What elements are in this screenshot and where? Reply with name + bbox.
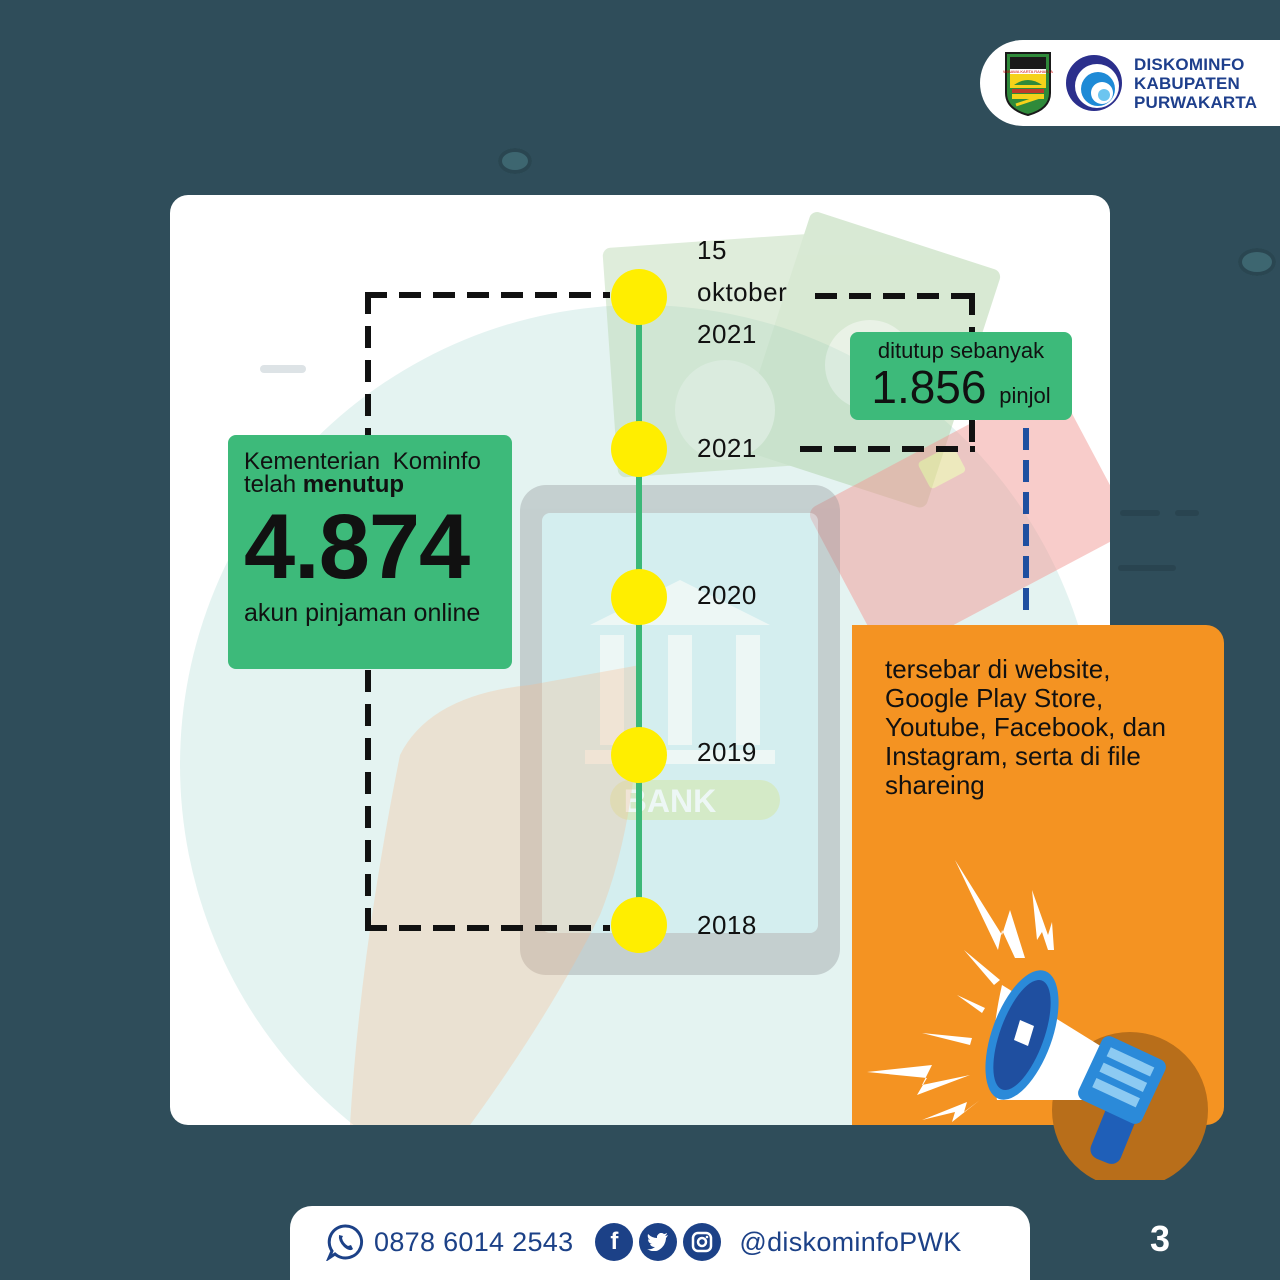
distribution-text: tersebar di website, Google Play Store, …: [885, 655, 1215, 800]
page-number: 3: [1150, 1218, 1171, 1259]
phone-number[interactable]: 0878 6014 2543: [374, 1226, 574, 1257]
timeline-node-2020: [611, 569, 667, 625]
bg-decoration-dash: [1118, 565, 1176, 571]
connector-bottom-left: [365, 925, 610, 931]
connector-left-lower: [365, 670, 371, 928]
agency-name-line-3: PURWAKARTA: [1134, 92, 1258, 112]
bg-decoration-dot: [498, 148, 532, 174]
distribution-line: tersebar di website,: [885, 654, 1111, 684]
closed-2021-box: ditutup sebanyak 1.856 pinjol: [850, 332, 1072, 420]
purwakarta-crest-icon: WIBAWA KARTA RAHARJA: [1003, 52, 1053, 117]
connector-top-right: [815, 293, 975, 299]
timeline-node-2018: [611, 897, 667, 953]
connector-right: [969, 293, 975, 333]
label-day: 15: [697, 235, 727, 265]
timeline-label-2019: 2019: [697, 737, 757, 767]
connector-top-left: [365, 292, 610, 298]
distribution-line: Youtube, Facebook, dan: [885, 712, 1166, 742]
agency-name-line-1: DISKOMINFO: [1134, 54, 1245, 74]
agency-name: DISKOMINFO KABUPATEN PURWAKARTA: [1134, 55, 1257, 112]
social-handle[interactable]: @diskominfoPWK: [739, 1226, 962, 1257]
timeline-node-2019: [611, 727, 667, 783]
footer-contact-row: 0878 6014 2543 f @diskominfoPWK: [326, 1222, 962, 1262]
timeline-label-oct-2021: 15 oktober 2021: [697, 229, 787, 355]
subheading-prefix: telah: [244, 471, 303, 498]
bg-decoration-dash: [1175, 510, 1199, 516]
total-closed-number: 4.874: [244, 496, 470, 598]
kominfo-logo-icon: [1066, 55, 1122, 111]
svg-text:WIBAWA KARTA RAHARJA: WIBAWA KARTA RAHARJA: [1003, 69, 1053, 74]
header-logo-bar: WIBAWA KARTA RAHARJA DISKOMINFO KABUPATE…: [980, 40, 1280, 126]
subheading-bold: menutup: [302, 471, 405, 498]
box-subheading: telah menutup: [244, 473, 498, 497]
label-year: 2021: [697, 319, 757, 349]
timeline-label-2020: 2020: [697, 580, 757, 610]
distribution-line: Google Play Store,: [885, 683, 1104, 713]
timeline-node-2021: [611, 421, 667, 477]
closed-2021-value: 1.856 pinjol: [850, 364, 1072, 419]
timeline-label-2021: 2021: [697, 433, 757, 463]
connector-blue-to-panel: [1023, 428, 1029, 620]
box-caption: akun pinjaman online: [244, 599, 481, 627]
distribution-line: Instagram, serta di file: [885, 741, 1141, 771]
whatsapp-icon[interactable]: [326, 1223, 364, 1261]
total-closed-box: Kementerian Kominfo telah menutup 4.874 …: [228, 435, 512, 669]
closed-2021-heading: ditutup sebanyak: [877, 338, 1045, 363]
bg-decoration-dot: [1238, 248, 1276, 276]
closed-2021-unit: pinjol: [999, 383, 1051, 408]
bg-decoration-dash: [1120, 510, 1160, 516]
connector-2021-right: [800, 446, 975, 452]
timeline-label-2018: 2018: [697, 910, 757, 940]
facebook-icon[interactable]: f: [595, 1223, 634, 1261]
twitter-icon[interactable]: [639, 1223, 678, 1261]
box-heading: Kementerian Kominfo: [244, 448, 481, 475]
distribution-line: shareing: [885, 770, 985, 800]
megaphone-icon: [867, 860, 1208, 1180]
closed-2021-number: 1.856: [871, 361, 987, 413]
connector-left-upper: [365, 292, 371, 435]
label-month: oktober: [697, 277, 788, 307]
connector-right-lower: [969, 420, 975, 450]
agency-name-line-2: KABUPATEN: [1134, 73, 1240, 93]
timeline-node-oct-2021: [611, 269, 667, 325]
instagram-icon[interactable]: [683, 1223, 722, 1261]
